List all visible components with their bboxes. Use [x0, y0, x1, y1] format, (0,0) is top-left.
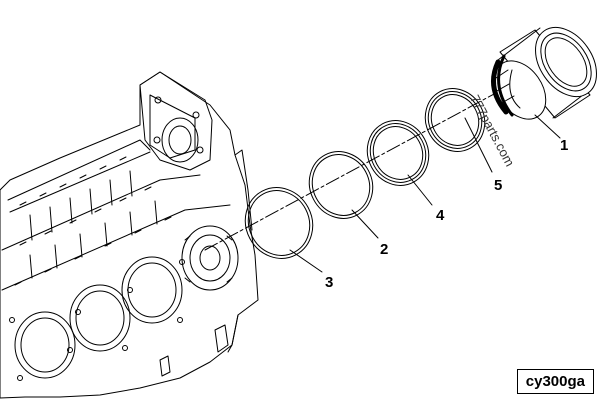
- callout-5: 5: [494, 177, 502, 194]
- ring-seal-4: [366, 120, 430, 186]
- leader-lines: [289, 114, 561, 273]
- assembly-axis-line: [204, 79, 521, 251]
- ring-seal-5: [424, 88, 486, 152]
- callout-3: 3: [325, 274, 333, 291]
- cylinder-liner: [491, 26, 597, 120]
- callout-1: 1: [560, 137, 568, 154]
- engine-block: [0, 71, 259, 399]
- ring-seal-3: [244, 187, 314, 259]
- callout-4: 4: [436, 207, 445, 224]
- figure-code-label: cy300ga: [516, 369, 594, 394]
- callout-2: 2: [380, 241, 388, 258]
- ring-seal-2: [308, 151, 374, 219]
